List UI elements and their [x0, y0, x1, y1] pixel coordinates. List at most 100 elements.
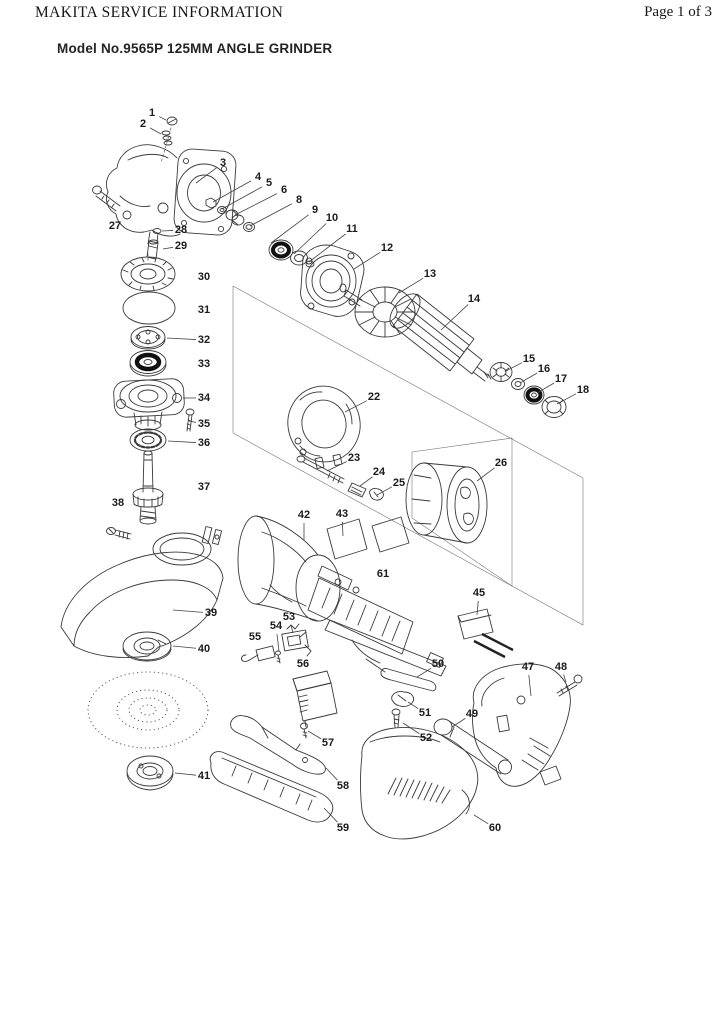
cord-guard-50-art — [365, 658, 437, 692]
part-label-36: 36 — [198, 437, 210, 449]
part-label-3: 3 — [220, 157, 226, 169]
part-label-54: 54 — [270, 620, 283, 632]
leader-line-18 — [556, 393, 577, 405]
leader-line-58 — [325, 767, 338, 781]
leader-line-39 — [172, 609, 204, 613]
part-label-60: 60 — [489, 822, 501, 834]
power-cord-45-art — [457, 608, 494, 640]
rear-housing-60-art — [360, 727, 479, 840]
part-label-33: 33 — [198, 358, 210, 370]
screw-52-art — [391, 708, 401, 728]
part-label-13: 13 — [424, 268, 436, 280]
strain-relief-51-art — [391, 691, 415, 707]
screw-1-2-art — [160, 116, 178, 164]
lock-nut-41-art — [126, 755, 174, 791]
part-label-59: 59 — [337, 822, 349, 834]
part-label-50: 50 — [432, 658, 444, 670]
page-indicator: Page 1 of 3 — [644, 4, 712, 20]
part-label-27: 27 — [109, 220, 121, 232]
part-label-23: 23 — [348, 452, 360, 464]
part-label-40: 40 — [198, 643, 210, 655]
leader-line-60 — [473, 814, 489, 825]
part-label-37: 37 — [198, 481, 210, 493]
screw-54-art — [275, 650, 281, 664]
parts-28-29-art — [146, 228, 162, 262]
part-label-4: 4 — [255, 171, 262, 183]
spindle-37-art — [132, 450, 164, 525]
model-number-line: Model No.9565P 125MM ANGLE GRINDER — [57, 41, 333, 56]
leader-line-29 — [162, 246, 174, 250]
part-label-1: 1 — [149, 107, 155, 119]
part-label-15: 15 — [523, 353, 535, 365]
leader-line-52 — [402, 722, 420, 734]
motor-housing-42-art — [237, 515, 341, 622]
leader-line-3 — [195, 167, 217, 184]
leader-line-24 — [359, 476, 373, 487]
part-label-25: 25 — [393, 477, 405, 489]
part-label-42: 42 — [298, 509, 310, 521]
part-label-16: 16 — [538, 363, 550, 375]
leader-line-13 — [398, 277, 424, 294]
gear-30-art — [120, 256, 176, 292]
screw-57-art — [300, 722, 308, 739]
leader-line-57 — [307, 730, 322, 740]
leader-line-51 — [407, 701, 419, 709]
leader-line-41 — [174, 772, 197, 776]
part-label-43: 43 — [336, 508, 348, 520]
leader-line-36 — [167, 440, 197, 443]
bolt-38-art — [106, 527, 132, 540]
switch-box-art — [292, 670, 338, 728]
leader-line-23 — [326, 461, 347, 472]
parts-15-18-art — [489, 362, 567, 418]
bearing-plate-12-art — [300, 244, 365, 317]
part-label-39: 39 — [205, 607, 217, 619]
part-label-9: 9 — [312, 204, 318, 216]
clamp-nut-36-art — [129, 428, 167, 452]
bolt-27-art — [92, 185, 121, 212]
cord-wires-art — [473, 632, 514, 659]
part-label-53: 53 — [283, 611, 295, 623]
part-label-38: 38 — [112, 497, 124, 509]
part-label-11: 11 — [346, 223, 358, 235]
part-label-47: 47 — [522, 661, 534, 673]
part-label-49: 49 — [466, 708, 478, 720]
switch-mechanism-art — [307, 565, 447, 677]
part-label-51: 51 — [419, 707, 431, 719]
leader-line-40 — [172, 645, 197, 649]
leader-line-28 — [161, 230, 174, 232]
wheel-guard-39-art — [60, 526, 224, 658]
base-plate-59-art — [209, 751, 334, 823]
small-parts-4-11-art — [205, 197, 315, 268]
baffle-plate-22-art — [287, 385, 361, 469]
part-label-8: 8 — [296, 194, 302, 206]
leader-line-54 — [276, 633, 280, 652]
leader-line-50 — [416, 667, 432, 678]
part-label-17: 17 — [555, 373, 567, 385]
grinding-wheel-art — [87, 671, 209, 749]
leader-line-17 — [536, 382, 555, 394]
part-label-12: 12 — [381, 242, 393, 254]
part-label-31: 31 — [198, 304, 210, 316]
part-label-2: 2 — [140, 118, 146, 130]
leader-line-53 — [290, 624, 294, 634]
brush-holder-53-56-art — [281, 623, 312, 657]
leader-line-12 — [353, 251, 381, 270]
part-label-30: 30 — [198, 271, 210, 283]
screw-48-art — [556, 674, 583, 697]
part-label-52: 52 — [420, 732, 432, 744]
part-label-24: 24 — [373, 466, 386, 478]
part-label-35: 35 — [198, 418, 210, 430]
leader-line-26 — [476, 467, 495, 482]
leader-line-2 — [149, 127, 162, 135]
leader-line-6 — [234, 193, 278, 216]
carbon-brush-55-art — [241, 645, 276, 662]
part-label-22: 22 — [368, 391, 380, 403]
leader-line-9 — [270, 214, 309, 244]
handle-cover-47-art — [472, 663, 571, 787]
leader-line-49 — [451, 718, 466, 728]
leader-line-8 — [249, 203, 293, 227]
leader-line-35 — [188, 420, 197, 423]
part-label-5: 5 — [266, 177, 272, 189]
page-title: MAKITA SERVICE INFORMATION — [35, 4, 284, 21]
